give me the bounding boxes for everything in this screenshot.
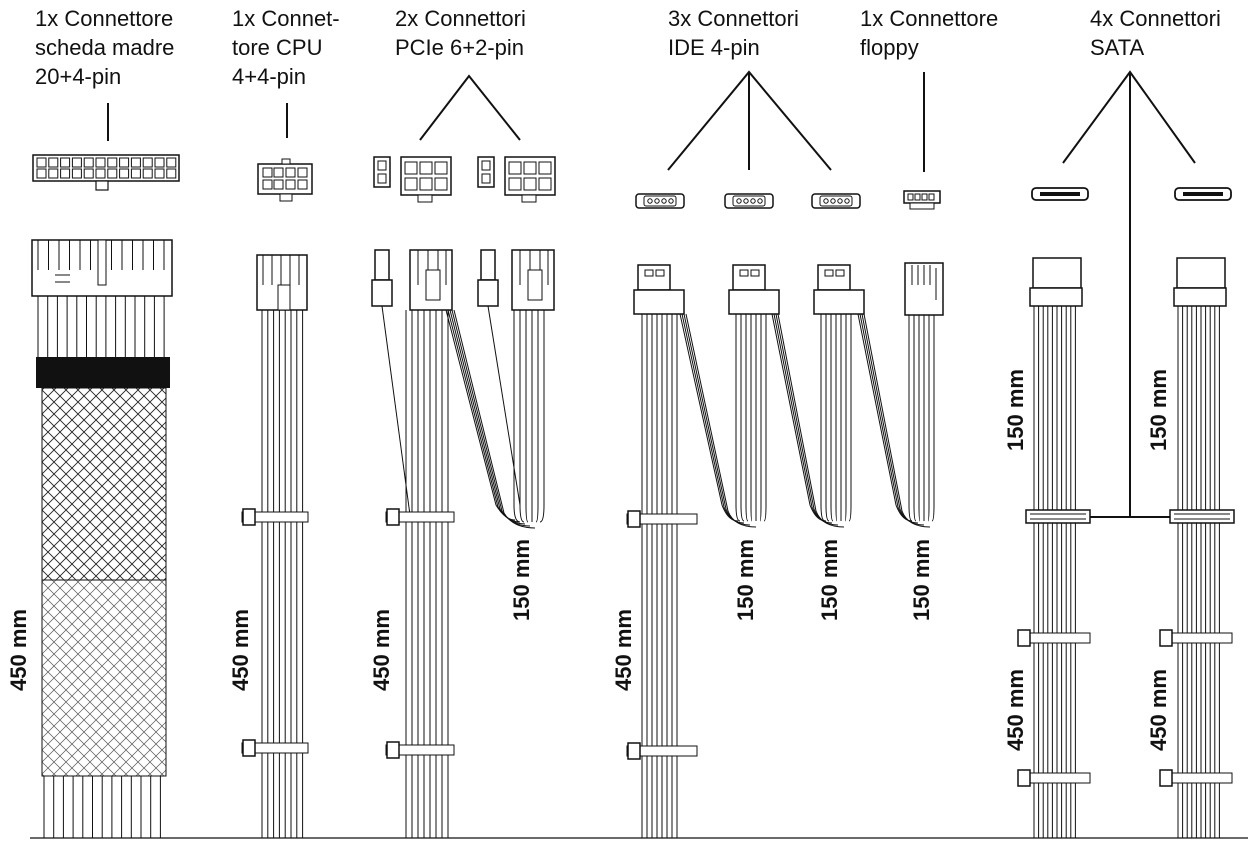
group-title-sata: 4x Connettori SATA bbox=[1090, 6, 1221, 60]
pointer-pcie bbox=[419, 74, 521, 141]
group-title-mainboard: 1x Connettore scheda madre 20+4-pin bbox=[35, 6, 174, 89]
connector-icon-ide-3 bbox=[811, 193, 861, 209]
connector-icon-sata-1 bbox=[1031, 187, 1089, 201]
cable-sata-right bbox=[1159, 257, 1235, 838]
title-mainboard-line1: 1x Connettore bbox=[35, 6, 173, 31]
title-ide-line1: 3x Connettori bbox=[668, 6, 799, 31]
length-ide-branch-2: 150 mm bbox=[817, 539, 842, 621]
connector-icon-sata-2 bbox=[1174, 187, 1232, 201]
title-sata-line1: 4x Connettori bbox=[1090, 6, 1221, 31]
title-ide-line2: IDE 4-pin bbox=[668, 35, 760, 60]
length-mainboard: 450 mm bbox=[6, 609, 31, 691]
cable-floppy bbox=[904, 262, 944, 522]
group-title-cpu: 1x Connet- tore CPU 4+4-pin bbox=[232, 6, 340, 89]
title-mainboard-line3: 20+4-pin bbox=[35, 64, 121, 89]
title-pcie-line2: PCIe 6+2-pin bbox=[395, 35, 524, 60]
title-cpu-line2: tore CPU bbox=[232, 35, 322, 60]
title-cpu-line1: 1x Connet- bbox=[232, 6, 340, 31]
length-sata-right-upper: 150 mm bbox=[1146, 369, 1171, 451]
title-mainboard-line2: scheda madre bbox=[35, 35, 174, 60]
pointer-ide bbox=[667, 70, 832, 171]
title-pcie-line1: 2x Connettori bbox=[395, 6, 526, 31]
group-title-ide: 3x Connettori IDE 4-pin bbox=[668, 6, 799, 60]
length-ide-branch-1: 150 mm bbox=[733, 539, 758, 621]
length-sata-left-lower: 450 mm bbox=[1003, 669, 1028, 751]
connector-icon-ide-2 bbox=[724, 193, 774, 209]
cable-cpu bbox=[241, 254, 309, 838]
cable-pcie bbox=[371, 249, 555, 838]
group-title-pcie: 2x Connettori PCIe 6+2-pin bbox=[395, 6, 526, 60]
length-ide-main: 450 mm bbox=[611, 609, 636, 691]
group-title-floppy: 1x Connettore floppy bbox=[860, 6, 998, 60]
connector-icon-cpu-8pin bbox=[257, 158, 313, 202]
connector-icon-pcie-2 bbox=[477, 156, 556, 203]
cable-sata-left bbox=[1017, 257, 1091, 838]
title-sata-line2: SATA bbox=[1090, 35, 1145, 60]
cable-ide bbox=[626, 264, 935, 838]
connector-icon-ide-1 bbox=[635, 193, 685, 209]
length-floppy: 150 mm bbox=[909, 539, 934, 621]
length-pcie-branch: 150 mm bbox=[509, 539, 534, 621]
connector-icon-pcie-1 bbox=[373, 156, 452, 203]
pointer-sata bbox=[1062, 70, 1196, 518]
connector-icon-mainboard-24pin bbox=[32, 154, 180, 191]
length-pcie-main: 450 mm bbox=[369, 609, 394, 691]
length-cpu: 450 mm bbox=[228, 609, 253, 691]
title-floppy-line2: floppy bbox=[860, 35, 919, 60]
connector-icon-floppy bbox=[903, 190, 941, 210]
length-sata-right-lower: 450 mm bbox=[1146, 669, 1171, 751]
title-floppy-line1: 1x Connettore bbox=[860, 6, 998, 31]
title-cpu-line3: 4+4-pin bbox=[232, 64, 306, 89]
length-sata-left-upper: 150 mm bbox=[1003, 369, 1028, 451]
cable-mainboard bbox=[31, 239, 173, 838]
pointer-lines bbox=[107, 70, 1196, 518]
